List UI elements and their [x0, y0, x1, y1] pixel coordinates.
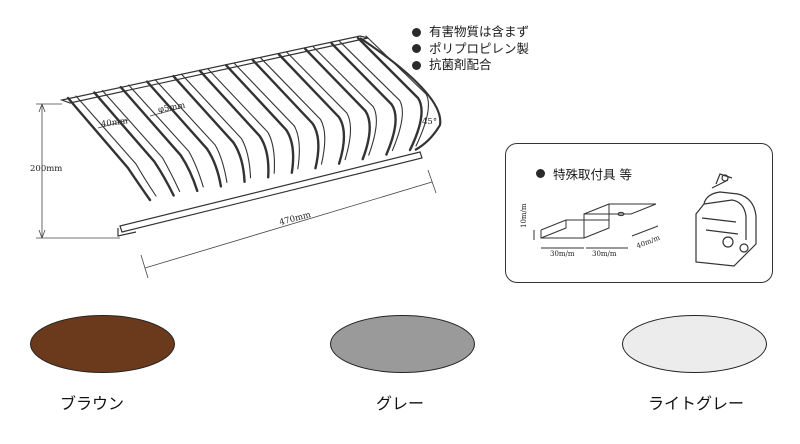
rack-wire-edge: [312, 46, 377, 156]
rack-wire: [145, 80, 223, 188]
bracket-drawing-icon: [533, 173, 757, 267]
rack-wire-edge: [154, 79, 228, 183]
feature-label: ポリプロピレン製: [429, 40, 530, 56]
feature-item-polypropylene: ポリプロピレン製: [412, 41, 529, 58]
feature-list: 有害物質は含まず ポリプロピレン製 抗菌剤配合: [412, 24, 529, 74]
rack-wire: [224, 64, 295, 174]
rack-wire: [172, 74, 246, 184]
clip-drawing-icon: [695, 173, 757, 267]
bullet-dot-icon: [412, 44, 421, 54]
rack-wire: [356, 36, 423, 152]
bullet-dot-icon: [412, 60, 421, 70]
feature-item-antibacterial: 抗菌剤配合: [412, 57, 529, 74]
rack-wire-edge: [101, 89, 181, 193]
rack-wire: [251, 58, 320, 170]
angle-dimension-label: 45°: [422, 117, 438, 127]
bullet-dot-icon: [536, 169, 545, 178]
rack-wire-edge: [75, 95, 157, 197]
special-fittings-panel: 特殊取付具 等 10m/m 30m/m 30m/m: [505, 143, 773, 283]
height-dimension-label: 200mm: [30, 164, 63, 174]
rack-wire: [198, 69, 270, 179]
back-rail: [59, 35, 369, 104]
rack-wire-edge: [128, 84, 204, 188]
feature-label: 有害物質は含まず: [429, 24, 530, 39]
color-swatch-gray: [330, 315, 475, 373]
rack-wire: [66, 96, 152, 202]
rack-wire-edge: [339, 40, 403, 152]
feature-label: 抗菌剤配合: [429, 57, 492, 72]
bracket-height-label: 10m/m: [520, 203, 528, 228]
width-dimension-line: [144, 181, 433, 269]
front-rail: [119, 151, 423, 233]
color-swatch-light-gray: [622, 315, 767, 373]
color-label-brown: ブラウン: [60, 394, 125, 413]
foot: [117, 228, 137, 237]
bullet-dot-icon: [412, 27, 421, 37]
feature-item-no-harmful: 有害物質は含まず: [412, 24, 529, 41]
rack-wire: [119, 85, 199, 193]
rack-wire-edge: [259, 57, 326, 165]
color-label-light-gray: ライトグレー: [648, 394, 745, 413]
rack-wire-edge: [233, 62, 300, 170]
rack-wire: [93, 91, 175, 197]
rack-wire: [277, 53, 346, 165]
end-bend: [359, 37, 442, 151]
rack-wire-edge: [180, 73, 252, 179]
special-fittings-title: 特殊取付具 等: [536, 164, 632, 183]
color-label-gray: グレー: [376, 394, 425, 413]
rack-wire-edge: [365, 35, 429, 147]
color-swatch-brown: [30, 315, 175, 373]
rack-wire: [304, 47, 371, 161]
bracket-width-a-label: 30m/m: [550, 250, 575, 258]
rack-wire-edge: [207, 68, 275, 174]
rack-wire: [330, 42, 397, 156]
special-fittings-title-text: 特殊取付具 等: [553, 167, 632, 182]
bracket-width-b-label: 30m/m: [592, 250, 617, 258]
rack-wire-edge: [286, 51, 352, 161]
